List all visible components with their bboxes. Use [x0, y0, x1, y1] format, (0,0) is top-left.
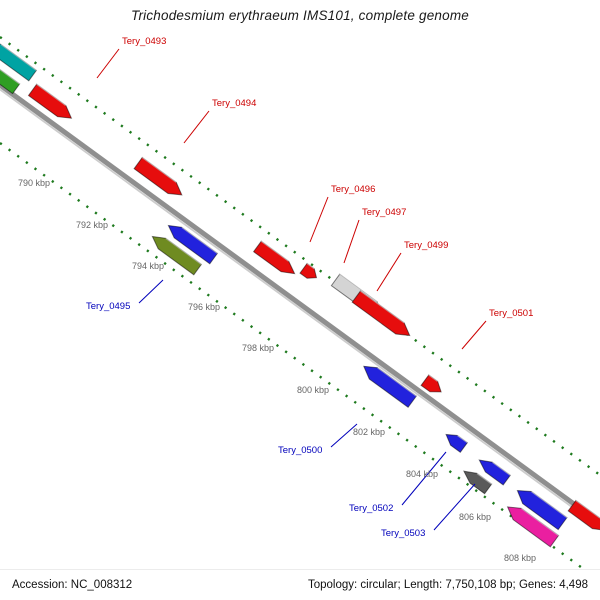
label-leader-line	[183, 110, 210, 144]
status-bar: Accession: NC_008312 Topology: circular;…	[0, 569, 600, 600]
ruler-tick-label: 804 kbp	[406, 469, 438, 479]
gene-arrow[interactable]	[252, 240, 296, 275]
label-leader-line	[376, 252, 402, 292]
label-leader-line	[433, 483, 476, 531]
gene-arrow-highlight	[360, 290, 405, 324]
ruler-tick-label: 794 kbp	[132, 261, 164, 271]
gene-arrow-highlight	[306, 262, 315, 270]
genome-backbone-line	[0, 82, 600, 526]
gene-arrow-highlight	[0, 68, 21, 85]
gene-arrow-highlight	[181, 226, 218, 254]
status-topology-length-genes: Topology: circular; Length: 7,750,108 bp…	[307, 579, 588, 591]
ruler-line-lower	[0, 142, 600, 582]
gene-arrow-highlight	[36, 83, 67, 106]
gene-arrow-highlight	[492, 461, 511, 476]
backbone-shadow-line	[0, 88, 600, 529]
ruler-tick-label: 802 kbp	[353, 427, 385, 437]
gene-arrow-highlight	[141, 156, 177, 183]
gene-arrow-highlight	[428, 374, 439, 382]
gene-label-tery_0501[interactable]: Tery_0501	[489, 308, 533, 319]
gene-arrow-highlight	[0, 43, 37, 71]
gene-arrow-highlight	[520, 507, 560, 536]
gene-label-tery_0496[interactable]: Tery_0496	[331, 184, 375, 195]
ruler-tick-label: 800 kbp	[297, 385, 329, 395]
gene-label-tery_0503[interactable]: Tery_0503	[381, 528, 425, 539]
label-leader-line	[461, 320, 487, 350]
label-leader-line	[96, 48, 120, 79]
gene-arrow-highlight	[457, 434, 468, 444]
gene-arrow-highlight	[339, 273, 378, 302]
label-leader-line	[401, 451, 447, 506]
ruler-line-upper	[0, 36, 600, 476]
map-title: Trichodesmium erythraeum IMS101, complet…	[131, 8, 469, 23]
ruler-tick-label: 796 kbp	[188, 302, 220, 312]
ruler-tick-label: 790 kbp	[18, 178, 50, 188]
label-leader-line	[138, 279, 164, 304]
status-accession: Accession: NC_008312	[12, 579, 133, 591]
gene-label-tery_0494[interactable]: Tery_0494	[212, 98, 256, 109]
label-leader-line	[309, 196, 329, 243]
gene-label-tery_0493[interactable]: Tery_0493	[122, 36, 166, 47]
gene-arrow-highlight	[377, 367, 417, 397]
gene-arrow-highlight	[260, 240, 290, 262]
gene-arrow-highlight	[575, 499, 600, 519]
gene-label-tery_0500[interactable]: Tery_0500	[278, 445, 322, 456]
gene-arrow-highlight	[531, 490, 568, 519]
gene-arrow-highlight	[165, 237, 202, 265]
tery_0501-gene-arrow[interactable]	[420, 374, 442, 393]
gene-label-tery_0502[interactable]: Tery_0502	[349, 503, 393, 514]
ruler-tick-label: 792 kbp	[76, 220, 108, 230]
ruler-tick-label: 806 kbp	[459, 512, 491, 522]
ruler-tick-label: 808 kbp	[504, 553, 536, 563]
label-leader-line	[343, 219, 360, 264]
gene-arrow-highlight	[476, 472, 493, 485]
ruler-tick-label: 798 kbp	[242, 343, 274, 353]
label-leader-line	[330, 423, 358, 448]
tery_0499-gene-arrow[interactable]	[351, 290, 411, 337]
gene-label-tery_0499[interactable]: Tery_0499	[404, 240, 448, 251]
gene-label-tery_0495[interactable]: Tery_0495	[86, 301, 130, 312]
gene-label-tery_0497[interactable]: Tery_0497	[362, 207, 406, 218]
tery_0496-gene-arrow[interactable]	[299, 262, 318, 279]
tery_0502-gene-arrow[interactable]	[445, 433, 469, 453]
